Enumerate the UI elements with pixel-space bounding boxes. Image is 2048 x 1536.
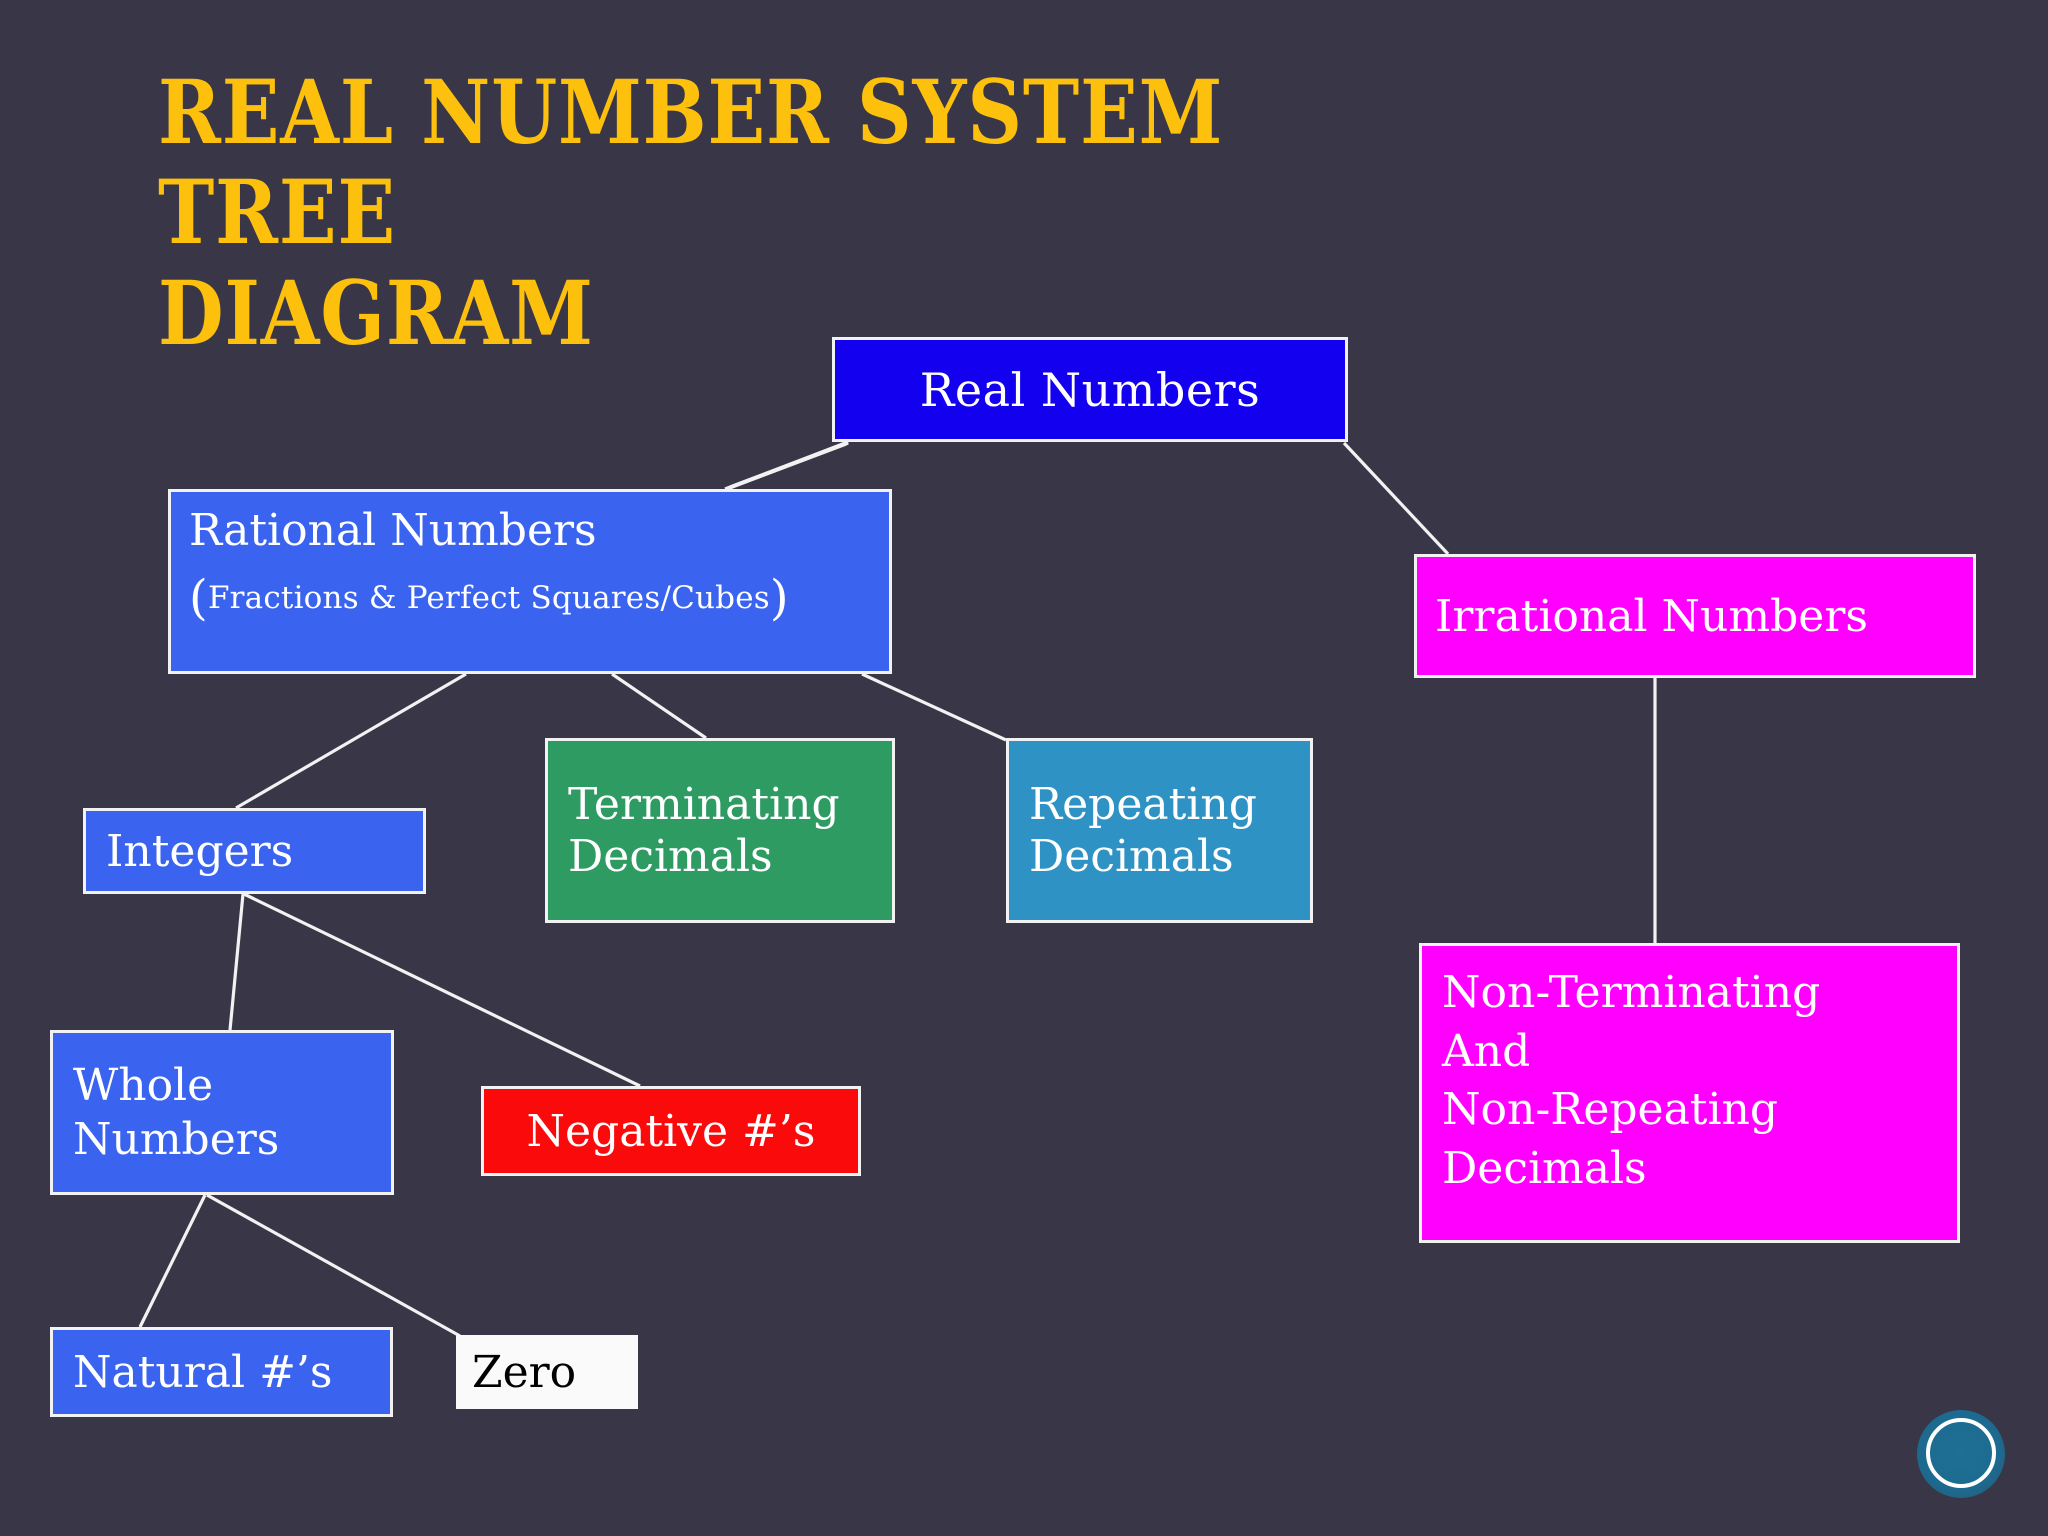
edge-whole-to-natural [138, 1194, 207, 1328]
node-non-terminating-non-repeating-decimals[interactable]: Non-Terminating And Non-Repeating Decima… [1419, 943, 1960, 1243]
node-whole-numbers-label: Whole Numbers [73, 1059, 280, 1165]
node-non-terminating-label: Non-Terminating And Non-Repeating Decima… [1442, 967, 1821, 1194]
node-negative-numbers-label: Negative #’s [526, 1105, 816, 1157]
edge-integers-to-whole [228, 893, 245, 1031]
node-rational-numbers-subtext: (Fractions & Perfect Squares/Cubes) [189, 574, 871, 622]
edge-rational-to-terminating [611, 672, 707, 740]
circular-brand-logo-icon [1917, 1410, 2005, 1498]
node-zero[interactable]: Zero [456, 1335, 638, 1409]
node-repeating-decimals[interactable]: Repeating Decimals [1006, 738, 1313, 923]
edge-real-rational-path [725, 441, 849, 491]
node-terminating-decimals[interactable]: Terminating Decimals [545, 738, 895, 923]
page-title: Real Number System Tree Diagram [158, 60, 1224, 365]
edge-real-rational-main [727, 441, 848, 490]
node-natural-numbers-label: Natural #’s [73, 1346, 333, 1398]
edge-whole-to-zero [206, 1193, 461, 1338]
node-zero-label: Zero [472, 1346, 577, 1398]
node-terminating-decimals-label: Terminating Decimals [568, 778, 840, 882]
edge-real-rational-long [724, 441, 848, 491]
node-integers-label: Integers [106, 825, 294, 877]
edge-real-rational-visual [725, 441, 849, 491]
edge-real-rational-seg [726, 442, 847, 491]
edge-rational-to-repeating [861, 672, 1007, 742]
logo-ring [1926, 1418, 1996, 1488]
edge-real-to-rational-line [728, 440, 849, 490]
node-natural-numbers[interactable]: Natural #’s [50, 1327, 393, 1417]
node-integers[interactable]: Integers [83, 808, 426, 894]
edge-rational-to-integers [235, 672, 467, 810]
edge-real-rational-full [729, 440, 849, 489]
node-real-numbers-label: Real Numbers [919, 362, 1261, 417]
node-irrational-numbers-label: Irrational Numbers [1435, 590, 1868, 642]
node-irrational-numbers[interactable]: Irrational Numbers [1414, 554, 1976, 678]
close-paren: ) [769, 570, 789, 627]
open-paren: ( [189, 570, 208, 627]
node-real-numbers[interactable]: Real Numbers [832, 337, 1348, 442]
node-negative-numbers[interactable]: Negative #’s [481, 1086, 861, 1176]
node-rational-numbers[interactable]: Rational Numbers (Fractions & Perfect Sq… [168, 489, 892, 674]
node-repeating-decimals-label: Repeating Decimals [1029, 778, 1257, 882]
node-whole-numbers[interactable]: Whole Numbers [50, 1030, 394, 1195]
node-rational-numbers-label: Rational Numbers [189, 505, 597, 556]
edge-real-to-rational [725, 442, 847, 491]
node-rational-subtext-inner: Fractions & Perfect Squares/Cubes [207, 580, 770, 617]
edge-real-to-irrational [1342, 441, 1450, 556]
edge-real-rational-draw [726, 440, 849, 491]
